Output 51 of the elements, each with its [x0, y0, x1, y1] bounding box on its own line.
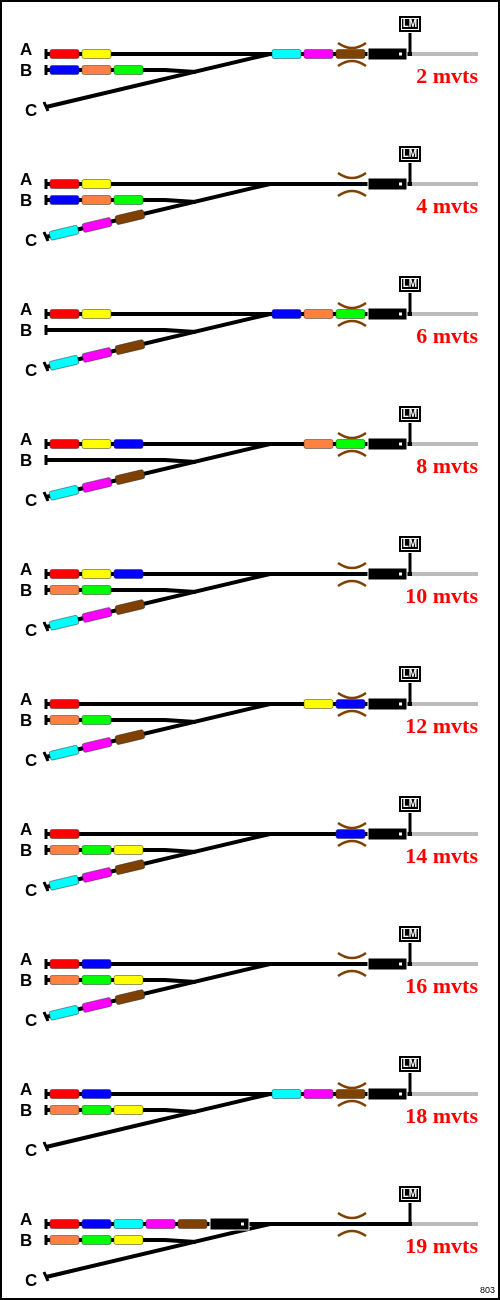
- track-label: C: [25, 1012, 38, 1029]
- track-label: A: [20, 301, 33, 318]
- track-label: B: [20, 62, 33, 79]
- signal-sign: LM: [399, 796, 421, 812]
- move-count: 2 mvts: [416, 65, 478, 87]
- track-label: B: [20, 452, 33, 469]
- signal-sign: LM: [399, 16, 421, 32]
- track-label: A: [20, 821, 33, 838]
- track-label: A: [20, 1211, 33, 1228]
- signal-sign: LM: [399, 276, 421, 292]
- track-label: A: [20, 951, 33, 968]
- track-label: C: [25, 622, 38, 639]
- move-count: 4 mvts: [416, 195, 478, 217]
- signal-sign: LM: [399, 146, 421, 162]
- track-label: B: [20, 842, 33, 859]
- track-label: C: [25, 882, 38, 899]
- track-label: B: [20, 192, 33, 209]
- move-count: 14 mvts: [405, 845, 478, 867]
- move-count: 10 mvts: [405, 585, 478, 607]
- track-label: B: [20, 712, 33, 729]
- track-label: A: [20, 1081, 33, 1098]
- track-label: A: [20, 41, 33, 58]
- track-label: B: [20, 972, 33, 989]
- track-label: C: [25, 102, 38, 119]
- track-label: B: [20, 1232, 33, 1249]
- track-label: B: [20, 1102, 33, 1119]
- track-label: C: [25, 1142, 38, 1159]
- track-label: B: [20, 582, 33, 599]
- figure-number: 803: [480, 1286, 496, 1295]
- move-count: 18 mvts: [405, 1105, 478, 1127]
- signal-sign: LM: [399, 926, 421, 942]
- track-label: B: [20, 322, 33, 339]
- move-count: 16 mvts: [405, 975, 478, 997]
- signal-sign: LM: [399, 1186, 421, 1202]
- track-label: A: [20, 561, 33, 578]
- track-label: A: [20, 171, 33, 188]
- track-label: A: [20, 691, 33, 708]
- move-count: 19 mvts: [405, 1235, 478, 1257]
- signal-sign: LM: [399, 1056, 421, 1072]
- track-label: C: [25, 362, 38, 379]
- move-count: 6 mvts: [416, 325, 478, 347]
- signal-sign: LM: [399, 406, 421, 422]
- track-label: C: [25, 752, 38, 769]
- track-label: C: [25, 492, 38, 509]
- track-label: A: [20, 431, 33, 448]
- move-count: 8 mvts: [416, 455, 478, 477]
- move-count: 12 mvts: [405, 715, 478, 737]
- signal-sign: LM: [399, 666, 421, 682]
- signal-sign: LM: [399, 536, 421, 552]
- track-label: C: [25, 1272, 38, 1289]
- track-label: C: [25, 232, 38, 249]
